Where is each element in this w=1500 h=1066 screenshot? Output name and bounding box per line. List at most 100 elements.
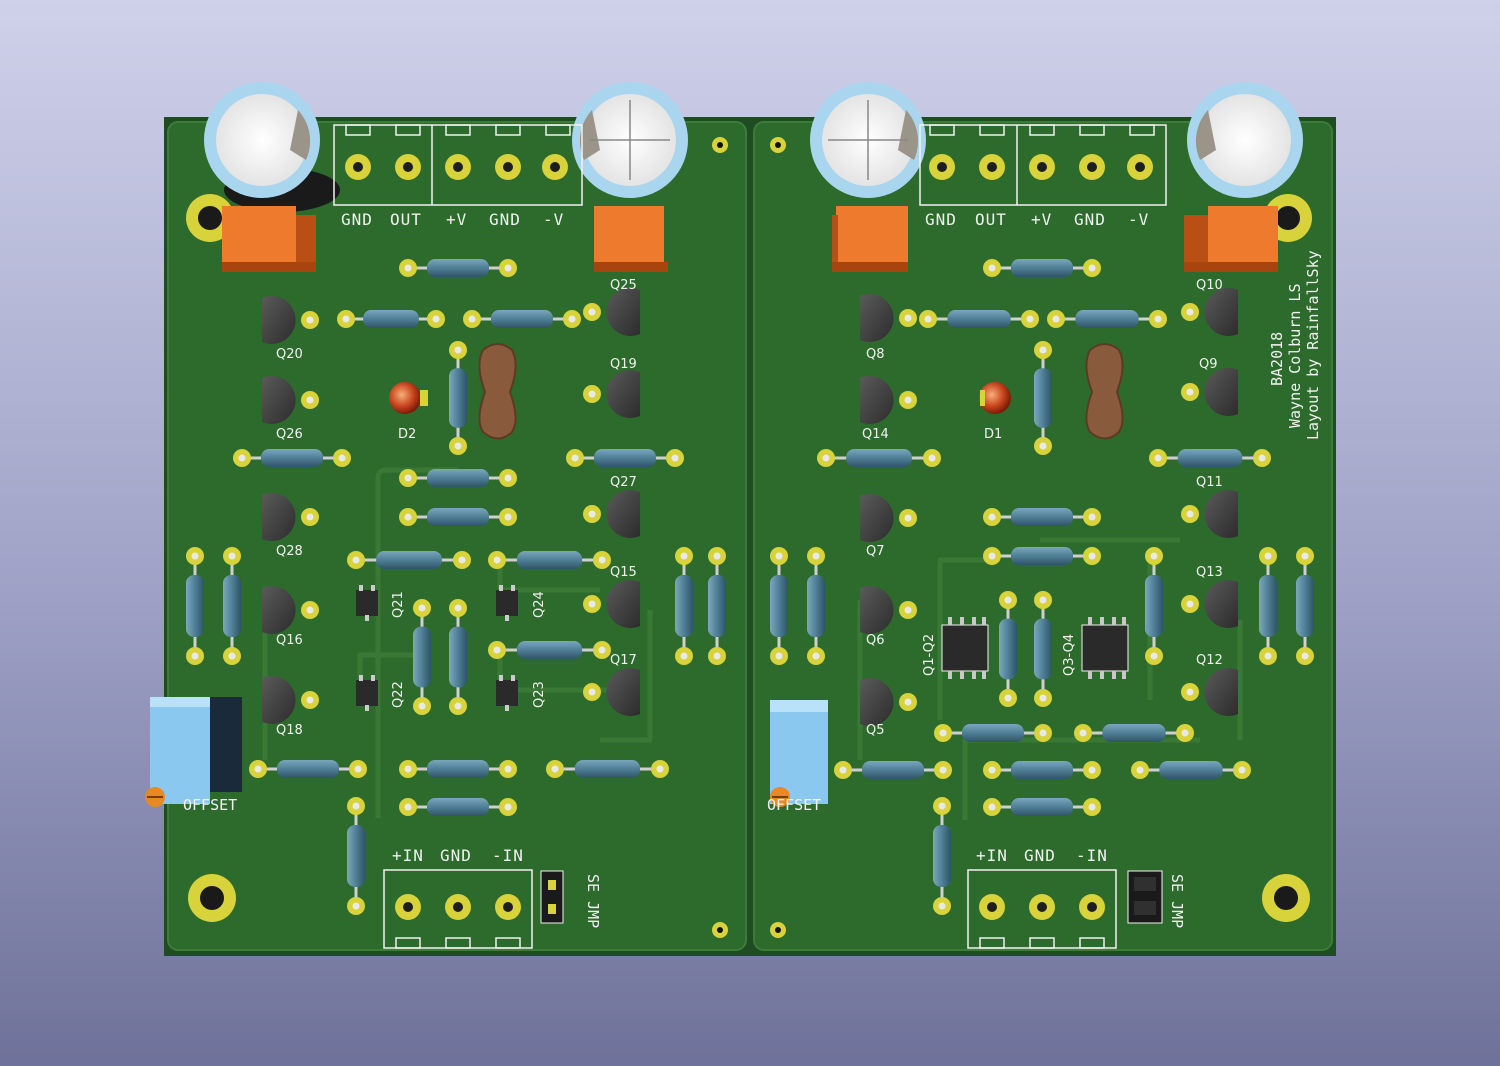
ref-q20: Q20 [276, 347, 303, 362]
resistor [337, 310, 445, 328]
to92-transistor [1181, 368, 1238, 416]
jumper-label-left: SE JMP [584, 874, 602, 928]
resistor [463, 310, 581, 328]
resistor [983, 508, 1101, 526]
in-label-plus-right: +IN [976, 846, 1008, 865]
resistor [807, 547, 825, 665]
to92-transistor [583, 490, 640, 539]
to92-transistor [583, 288, 640, 336]
leds [389, 382, 1011, 414]
out-label-out-left: OUT [390, 210, 422, 229]
out-label-gnd-right: GND [925, 210, 957, 229]
resistor [983, 259, 1101, 277]
resistor [770, 547, 788, 665]
electrolytic-caps [204, 82, 1303, 212]
in-label-minus-left: -IN [492, 846, 524, 865]
out-label-out-right: OUT [975, 210, 1007, 229]
resistor [1034, 591, 1052, 707]
ref-q16: Q16 [276, 633, 303, 648]
ref-q27: Q27 [610, 475, 637, 490]
ref-q10: Q10 [1196, 278, 1223, 293]
resistor [1145, 547, 1163, 665]
resistor [449, 599, 467, 715]
resistor [449, 341, 467, 455]
to92-transistor [583, 580, 640, 629]
resistor [566, 449, 684, 467]
ref-q7: Q7 [866, 544, 885, 559]
ref-q8: Q8 [866, 347, 885, 362]
out-label-gnd2-left: GND [489, 210, 521, 229]
offset-trimmer-right [770, 700, 828, 807]
ref-q14: Q14 [862, 427, 889, 442]
to92-transistor [262, 493, 319, 541]
resistors [186, 259, 1314, 915]
board-left [167, 121, 747, 951]
offset-trimmer-left [145, 697, 242, 807]
resistor [1149, 449, 1271, 467]
ref-q21: Q21 [391, 591, 406, 618]
ref-q13: Q13 [1196, 565, 1223, 580]
credit-designer: Wayne Colburn LS [1286, 284, 1304, 429]
resistor [488, 551, 611, 569]
to92-transistor [860, 294, 917, 342]
out-label-gnd-left: GND [341, 210, 373, 229]
se-jumpers [540, 870, 1163, 924]
resistor [933, 797, 951, 915]
resistor [1259, 547, 1277, 665]
out-label-minusv-right: -V [1128, 210, 1149, 229]
resistor [1131, 761, 1251, 779]
ref-q5: Q5 [866, 723, 885, 738]
ref-q24: Q24 [532, 591, 547, 618]
ref-q9: Q9 [1199, 357, 1218, 372]
resistor [223, 547, 241, 665]
ref-q15: Q15 [610, 565, 637, 580]
board-right [753, 121, 1333, 951]
resistor [399, 508, 517, 526]
resistor [186, 547, 204, 665]
to92-transistor [262, 296, 319, 345]
ref-q23: Q23 [532, 681, 547, 708]
resistor [983, 761, 1101, 779]
ref-q18: Q18 [276, 723, 303, 738]
out-label-plusv-left: +V [446, 210, 467, 229]
resistor [399, 259, 517, 277]
resistor [249, 760, 367, 778]
resistor [834, 761, 952, 779]
resistor [399, 469, 517, 487]
to92-transistor [262, 676, 319, 724]
resistor [708, 547, 726, 665]
ref-q26: Q26 [276, 427, 303, 442]
out-label-gnd2-right: GND [1074, 210, 1106, 229]
resistor [999, 591, 1017, 707]
output-terminals [333, 124, 1167, 206]
ref-q22: Q22 [391, 681, 406, 708]
resistor [1047, 310, 1167, 328]
resistor [983, 547, 1101, 565]
to92-transistor [1181, 288, 1238, 337]
out-label-minusv-left: -V [543, 210, 564, 229]
led-label-left: D2 [398, 427, 416, 442]
to92-transistor [262, 586, 319, 634]
to92-transistor [1181, 580, 1238, 628]
ref-q19: Q19 [610, 357, 637, 372]
in-label-minus-right: -IN [1076, 846, 1108, 865]
to92-transistor [860, 678, 917, 726]
input-terminals [383, 869, 1117, 949]
sot23-transistors [356, 585, 518, 711]
ref-q25: Q25 [610, 278, 637, 293]
resistor [1296, 547, 1314, 665]
in-label-gnd-left: GND [440, 846, 472, 865]
resistor [347, 797, 365, 915]
ref-q17: Q17 [610, 653, 637, 668]
resistor [675, 547, 693, 665]
to92-transistor [1181, 490, 1238, 538]
led-label-right: D1 [984, 427, 1002, 442]
resistor [488, 641, 611, 659]
resistor [934, 724, 1052, 742]
resistor [233, 449, 351, 467]
credit-layout: Layout by RainfallSky [1304, 250, 1322, 440]
to92-transistor [583, 370, 640, 418]
resistor [1074, 724, 1194, 742]
ref-q28: Q28 [276, 544, 303, 559]
